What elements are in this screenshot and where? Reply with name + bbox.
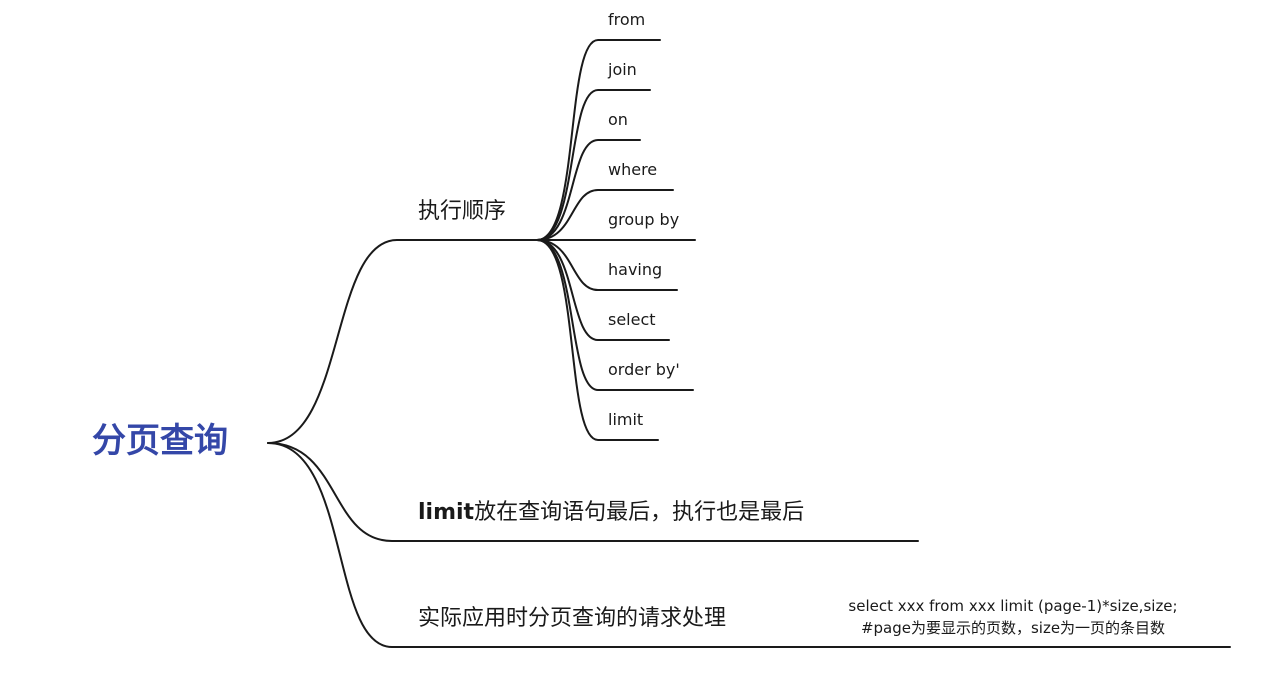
limit-keyword: limit [418,500,475,525]
child-order-by[interactable]: order by' [608,360,680,379]
link-join [536,89,651,241]
child-on[interactable]: on [608,110,628,129]
sql-example-line: select xxx from xxx limit (page-1)*size,… [848,597,1178,615]
link-where [536,189,674,241]
link-root-practical [267,442,1231,648]
link-order-by [536,239,694,391]
branch-practical-pagination[interactable]: 实际应用时分页查询的请求处理 [418,606,727,631]
link-root-execution-order [267,239,538,444]
child-sql-example[interactable]: select xxx from xxx limit (page-1)*size,… [818,595,1208,639]
sql-example-comment: #page为要显示的页数，size为一页的条目数 [860,619,1166,637]
branch-execution-order[interactable]: 执行顺序 [418,199,507,224]
child-limit[interactable]: limit [608,410,644,429]
child-having[interactable]: having [608,260,663,279]
limit-last-text: 放在查询语句最后，执行也是最后 [474,500,805,525]
child-where[interactable]: where [608,160,658,179]
link-having [536,239,678,291]
child-group-by[interactable]: group by [608,210,680,229]
root-topic[interactable]: 分页查询 [92,421,228,461]
link-on [536,139,641,241]
branch-limit-last[interactable]: limit放在查询语句最后，执行也是最后 [418,502,804,524]
child-from[interactable]: from [608,10,646,29]
link-limit [536,239,659,441]
child-join[interactable]: join [608,60,637,79]
link-root-limit-last [267,442,919,542]
child-select[interactable]: select [608,310,656,329]
link-from [536,39,661,241]
